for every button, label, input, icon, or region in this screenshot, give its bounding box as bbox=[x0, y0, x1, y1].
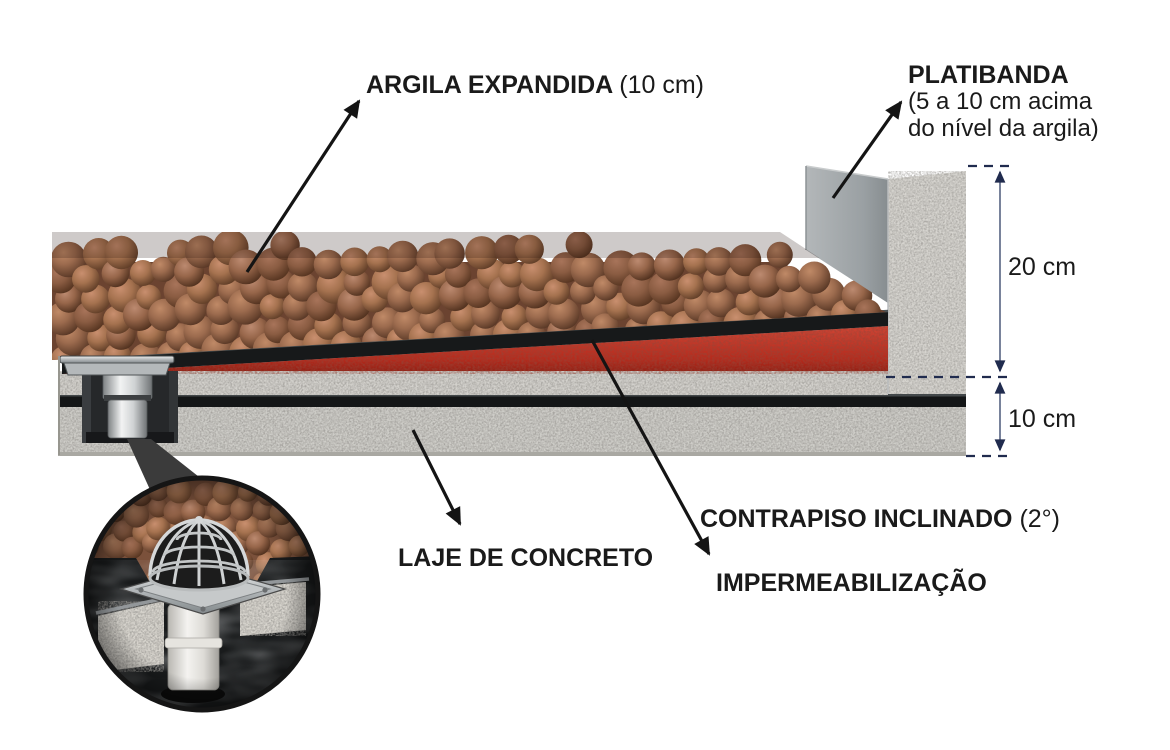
concrete-strip bbox=[58, 371, 888, 395]
label-impermeabilizacao: IMPERMEABILIZAÇÃO bbox=[716, 569, 987, 597]
drain-pipe bbox=[107, 399, 148, 439]
drain-detail-inset bbox=[83, 475, 321, 713]
label-contrapiso-angle: (2°) bbox=[1019, 505, 1061, 533]
arrow-laje-concreto bbox=[411, 429, 462, 526]
concrete-slab bbox=[58, 406, 966, 456]
label-argila-expandida-dim: (10 cm) bbox=[619, 71, 704, 99]
label-laje-concreto: LAJE DE CONCRETO bbox=[398, 544, 654, 572]
drain-flange bbox=[59, 355, 175, 364]
dimension-marks bbox=[886, 164, 1014, 458]
inset-ring bbox=[83, 475, 321, 713]
label-platibanda-title: PLATIBANDA bbox=[908, 61, 1069, 89]
drain-assembly bbox=[59, 355, 178, 443]
label-platibanda-line3: do nível da argila) bbox=[908, 115, 1099, 142]
arrow-platibanda bbox=[831, 100, 903, 199]
label-platibanda: PLATIBANDA (5 a 10 cm acima do nível da … bbox=[908, 62, 1099, 142]
lower-black-layer bbox=[58, 394, 966, 407]
arrow-impermeabilizacao bbox=[590, 339, 711, 556]
label-argila-expandida-text: ARGILA EXPANDIDA bbox=[366, 71, 613, 99]
label-platibanda-line2: (5 a 10 cm acima bbox=[908, 88, 1093, 115]
drain-pipe-collar bbox=[102, 371, 153, 400]
roof-assembly bbox=[52, 165, 966, 456]
label-contrapiso: CONTRAPISO INCLINADO (2°) bbox=[700, 506, 1060, 532]
label-argila-expandida: ARGILA EXPANDIDA (10 cm) bbox=[366, 72, 704, 98]
parapet-wall bbox=[805, 165, 966, 394]
label-dim-20cm: 20 cm bbox=[1008, 253, 1077, 281]
parapet-inner-face bbox=[806, 166, 888, 303]
label-arrows bbox=[245, 99, 903, 556]
arrow-argila-expandida bbox=[245, 99, 361, 273]
label-dim-10cm: 10 cm bbox=[1008, 405, 1077, 433]
expanded-clay-layer bbox=[52, 232, 888, 360]
label-contrapiso-text: CONTRAPISO INCLINADO bbox=[700, 505, 1013, 533]
